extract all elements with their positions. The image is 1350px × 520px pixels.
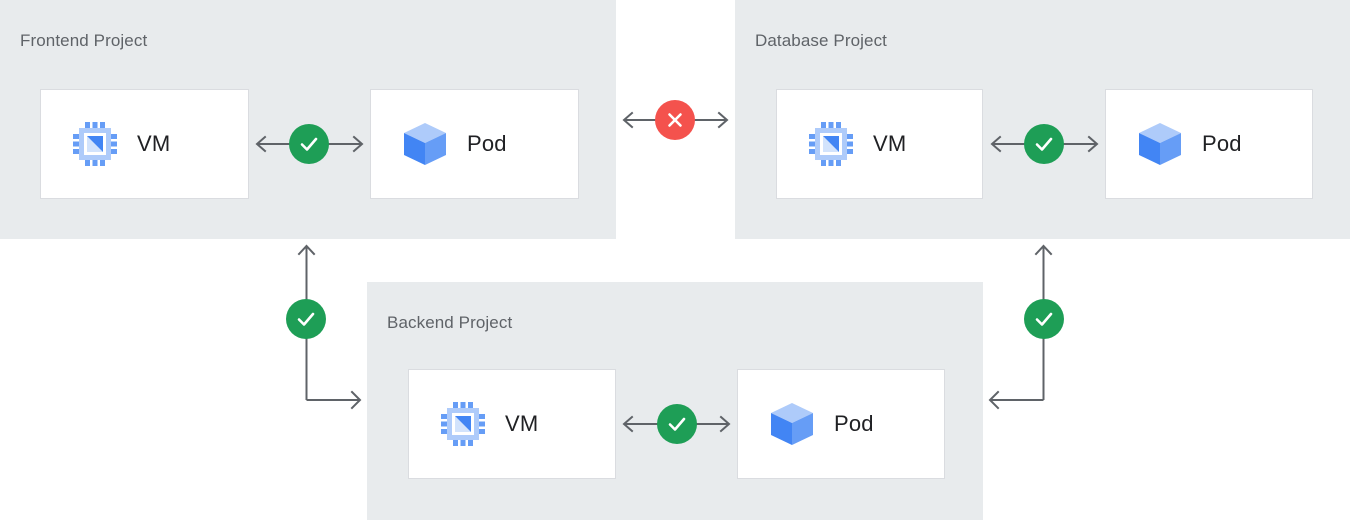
resource-card-database-vm[interactable]: VM: [776, 89, 983, 199]
check-icon: [297, 312, 315, 326]
project-panel-database[interactable]: Database Project: [735, 0, 1350, 239]
project-panel-frontend[interactable]: Frontend Project: [0, 0, 616, 239]
resource-card-frontend-pod[interactable]: Pod: [370, 89, 579, 199]
cube-pod-icon: [768, 400, 816, 448]
check-icon: [300, 137, 318, 151]
resource-label-frontend-vm: VM: [137, 131, 171, 156]
project-panel-backend[interactable]: Backend Project: [367, 282, 983, 520]
project-title-backend: Backend Project: [387, 313, 513, 332]
project-title-frontend: Frontend Project: [20, 31, 148, 50]
resource-label-backend-vm: VM: [505, 411, 539, 436]
resource-label-frontend-pod: Pod: [467, 131, 507, 156]
resource-card-frontend-vm[interactable]: VM: [40, 89, 249, 199]
cpu-chip-icon: [439, 400, 487, 448]
cube-pod-icon: [401, 120, 449, 168]
status-badge-database-internal[interactable]: [1024, 124, 1064, 164]
resource-label-database-pod: Pod: [1202, 131, 1242, 156]
cube-pod-icon: [1136, 120, 1184, 168]
check-icon: [1035, 137, 1053, 151]
status-badge-backend-to-frontend[interactable]: [286, 299, 326, 339]
project-title-database: Database Project: [755, 31, 888, 50]
resource-label-database-vm: VM: [873, 131, 907, 156]
status-badge-backend-to-database[interactable]: [1024, 299, 1064, 339]
status-badge-backend-internal[interactable]: [657, 404, 697, 444]
check-icon: [1035, 312, 1053, 326]
resource-label-backend-pod: Pod: [834, 411, 874, 436]
resource-card-backend-vm[interactable]: VM: [408, 369, 616, 479]
cpu-chip-icon: [807, 120, 855, 168]
resource-card-database-pod[interactable]: Pod: [1105, 89, 1313, 199]
x-icon: [668, 113, 682, 127]
status-badge-frontend-to-database[interactable]: [655, 100, 695, 140]
cpu-chip-icon: [71, 120, 119, 168]
status-badge-frontend-internal[interactable]: [289, 124, 329, 164]
check-icon: [668, 417, 686, 431]
resource-card-backend-pod[interactable]: Pod: [737, 369, 945, 479]
